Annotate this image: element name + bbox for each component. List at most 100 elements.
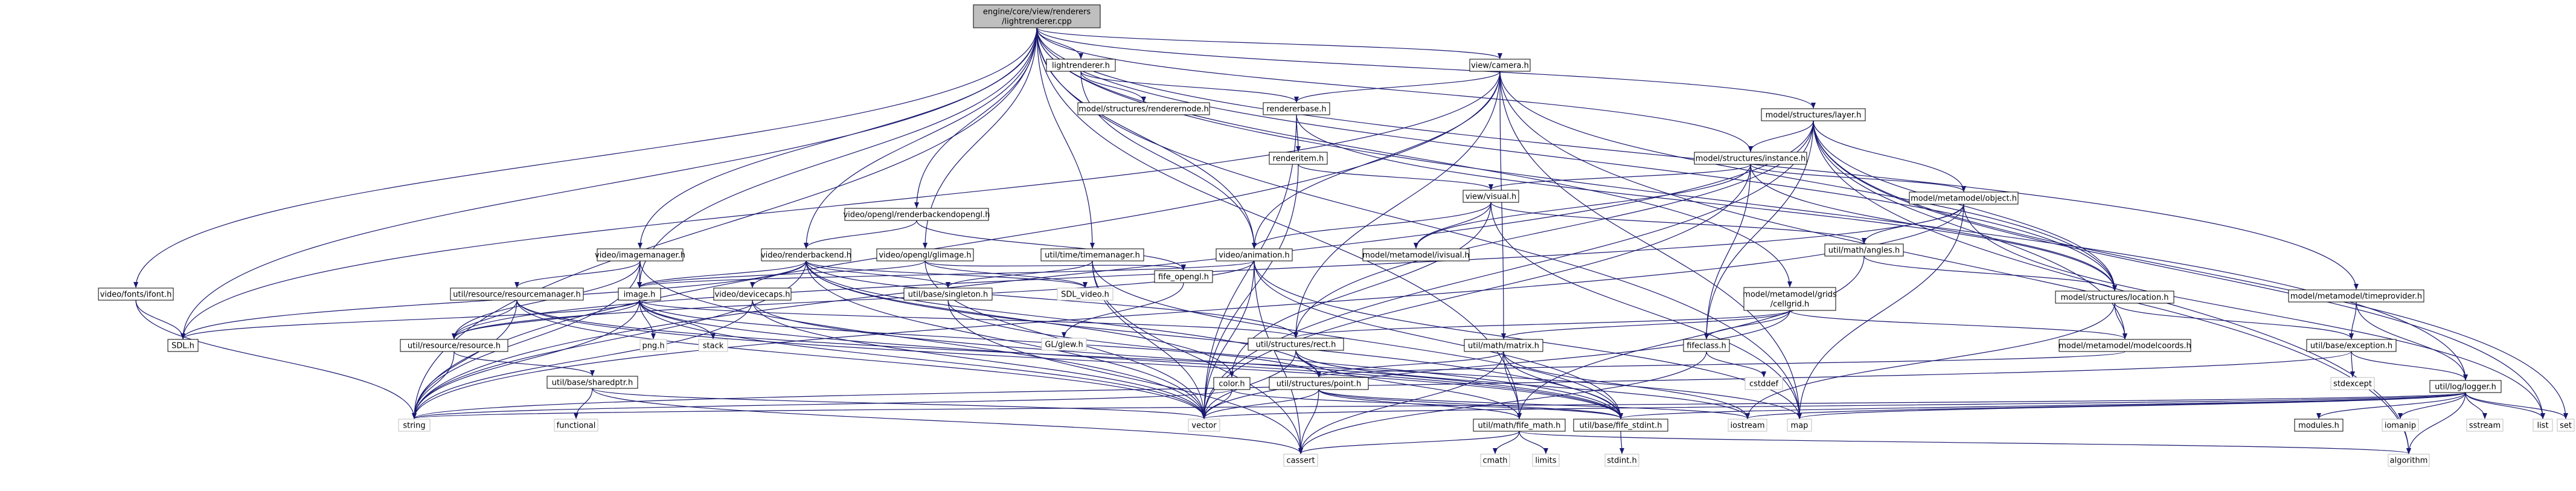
node-video_devicecaps_h[interactable]: video/devicecaps.h: [713, 287, 792, 301]
node-label: modules.h: [2298, 422, 2339, 431]
node-fife_opengl_h[interactable]: fife_opengl.h: [1154, 270, 1213, 283]
node-label: /lightrenderer.cpp: [1002, 18, 1072, 27]
edge-util_time_timemanager_h-to-util_base_fife_stdint_h: [1092, 260, 1623, 419]
node-label: cmath: [1482, 457, 1507, 466]
node-box: [1743, 287, 1836, 311]
edge-util_math_matrix_h-to-iostream: [1503, 351, 1750, 419]
edge-model_structures_instance_h-to-model_metamodel_object_h: [1750, 164, 1966, 192]
node-video_opengl_glimage_h[interactable]: video/opengl/glimage.h: [876, 248, 974, 262]
edge-util_log_logger_h-to-algorithm: [2406, 392, 2466, 454]
edge-view_camera_h-to-model_structures_location_h: [1499, 71, 2117, 291]
node-label: model/structures/instance.h: [1696, 155, 1805, 164]
node-util_math_matrix_h[interactable]: util/math/matrix.h: [1464, 339, 1543, 352]
edge-video_opengl_renderbackendopengl_h-to-fife_opengl_h: [916, 220, 1186, 271]
edge-model_structures_layer_h-to-model_metamodel_object_h: [1813, 120, 1966, 192]
node-model_metamodel_modelcoords_h[interactable]: model/metamodel/modelcoords.h: [2059, 339, 2191, 352]
node-rendererbase_h[interactable]: rendererbase.h: [1263, 102, 1330, 115]
node-model_metamodel_ivisual_h[interactable]: model/metamodel/ivisual.h: [1362, 248, 1470, 262]
node-SDL_h[interactable]: SDL.h: [167, 339, 199, 352]
edge-root-to-SDL_h: [181, 27, 1037, 339]
edge-video_opengl_glimage_h-to-SDL_video_h: [924, 260, 1088, 288]
edge-util_base_fife_stdint_h-to-stdint_h: [1619, 431, 1624, 454]
node-util_resource_resourcemanager_h[interactable]: util/resource/resourcemanager.h: [450, 287, 584, 301]
node-model_metamodel_timeprovider_h[interactable]: model/metamodel/timeprovider.h: [2288, 289, 2424, 303]
edge-rendererbase_h-to-model_structures_location_h: [1296, 114, 2117, 291]
node-label: model/metamodel/modelcoords.h: [2059, 342, 2191, 351]
node-box: [1362, 248, 1470, 262]
edge-root-to-util_log_logger_h: [1036, 27, 2468, 380]
edge-util_log_logger_h-to-iostream: [1745, 392, 2466, 419]
edge-rendererbase_h-to-vector: [1202, 114, 1297, 419]
node-box: [1694, 152, 1807, 165]
node-util_math_fife_math_h[interactable]: util/math/fife_math.h: [1473, 419, 1566, 432]
node-video_opengl_renderbackendopengl_h[interactable]: video/opengl/renderbackendopengl.h: [843, 208, 990, 221]
node-box: [167, 339, 199, 352]
edge-view_camera_h-to-video_animation_h: [1252, 71, 1501, 249]
node-label: set: [2560, 422, 2572, 431]
node-model_structures_renderernode_h[interactable]: model/structures/renderernode.h: [1077, 102, 1210, 115]
node-util_time_timemanager_h[interactable]: util/time/timemanager.h: [1040, 248, 1144, 262]
node-cassert: cassert: [1283, 454, 1318, 467]
node-box: [450, 287, 584, 301]
node-video_fonts_ifont_h[interactable]: video/fonts/ifont.h: [98, 287, 174, 301]
node-label: functional: [557, 422, 596, 431]
node-util_base_exception_h[interactable]: util/base/exception.h: [2306, 339, 2397, 352]
node-model_metamodel_grids_cellgrid_h[interactable]: model/metamodel/grids/cellgrid.h: [1743, 287, 1837, 311]
node-video_image_h[interactable]: image.h: [618, 287, 661, 301]
edge-util_log_logger_h-to-list: [2465, 392, 2545, 419]
node-util_math_angles_h[interactable]: util/math/angles.h: [1824, 243, 1904, 257]
node-label: fifeclass.h: [1687, 342, 1726, 351]
node-box: [761, 248, 851, 262]
node-box: [1573, 419, 1668, 432]
node-root[interactable]: engine/core/view/renderers/lightrenderer…: [973, 4, 1101, 28]
node-label: video/renderbackend.h: [761, 251, 851, 260]
edge-util_base_exception_h-to-stdexcept: [2350, 351, 2355, 377]
node-lightrenderer_h[interactable]: lightrenderer.h: [1046, 59, 1116, 72]
node-model_metamodel_object_h[interactable]: model/metamodel/object.h: [1909, 191, 2019, 205]
node-model_structures_location_h[interactable]: model/structures/location.h: [2055, 290, 2174, 304]
node-box: [1216, 248, 1293, 262]
edge-video_opengl_glimage_h-to-video_image_h: [637, 260, 926, 288]
node-util_structures_point_h[interactable]: util/structures/point.h: [1269, 377, 1369, 390]
node-renderitem_h[interactable]: renderitem.h: [1269, 152, 1328, 165]
node-video_animation_h[interactable]: video/animation.h: [1216, 248, 1293, 262]
node-video_renderbackend_h[interactable]: video/renderbackend.h: [761, 248, 851, 262]
edge-model_structures_instance_h-to-fifeclass_h: [1704, 164, 1751, 339]
edge-util_resource_resourcemanager_h-to-vector: [516, 300, 1206, 419]
node-label: util/base/exception.h: [2310, 342, 2392, 351]
edge-model_structures_instance_h-to-model_structures_location_h: [1750, 164, 2117, 291]
node-sstream: sstream: [2466, 419, 2504, 432]
node-label: stdexcept: [2333, 380, 2372, 389]
node-view_camera_h[interactable]: view/camera.h: [1469, 59, 1531, 72]
node-util_structures_rect_h[interactable]: util/structures/rect.h: [1248, 338, 1344, 351]
node-stack: stack: [698, 339, 728, 352]
node-util_base_fife_stdint_h[interactable]: util/base/fife_stdint.h: [1573, 419, 1668, 432]
node-fifeclass_h[interactable]: fifeclass.h: [1683, 339, 1730, 352]
node-util_log_logger_h[interactable]: util/log/logger.h: [2429, 380, 2502, 393]
node-modules_h[interactable]: modules.h: [2294, 419, 2344, 432]
node-box: [1532, 454, 1560, 467]
edge-util_base_exception_h-to-util_log_logger_h: [2351, 351, 2468, 380]
node-box: [1154, 270, 1213, 283]
node-model_structures_layer_h[interactable]: model/structures/layer.h: [1761, 108, 1866, 121]
node-label: iomanip: [2385, 422, 2416, 431]
edge-model_metamodel_grids_cellgrid_h-to-util_structures_rect_h: [1293, 310, 1790, 338]
edge-model_metamodel_timeprovider_h-to-util_log_logger_h: [2356, 301, 2468, 380]
node-color_h[interactable]: color.h: [1213, 377, 1251, 390]
edge-video_devicecaps_h-to-util_base_fife_stdint_h: [752, 300, 1623, 419]
node-label: fife_opengl.h: [1158, 273, 1209, 282]
node-label: video/opengl/glimage.h: [879, 251, 971, 260]
edge-model_structures_layer_h-to-fifeclass_h: [1704, 120, 1814, 339]
edge-model_structures_layer_h-to-string: [412, 120, 1814, 419]
node-box: [1787, 419, 1812, 432]
node-model_structures_instance_h[interactable]: model/structures/instance.h: [1694, 152, 1807, 165]
node-video_imagemanager_h[interactable]: video/imagemanager.h: [595, 248, 685, 262]
node-util_base_singleton_h[interactable]: util/base/singleton.h: [903, 287, 993, 301]
node-png_h: png.h: [639, 339, 667, 352]
edge-util_resource_resourcemanager_h-to-map: [516, 300, 1802, 419]
node-view_visual_h[interactable]: view/visual.h: [1463, 190, 1519, 203]
edge-view_camera_h-to-map: [1499, 71, 1802, 419]
node-util_base_sharedptr_h[interactable]: util/base/sharedptr.h: [546, 376, 638, 389]
edge-util_time_timemanager_h-to-util_base_singleton_h: [946, 260, 1093, 288]
node-util_resource_resource_h[interactable]: util/resource/resource.h: [400, 339, 508, 352]
